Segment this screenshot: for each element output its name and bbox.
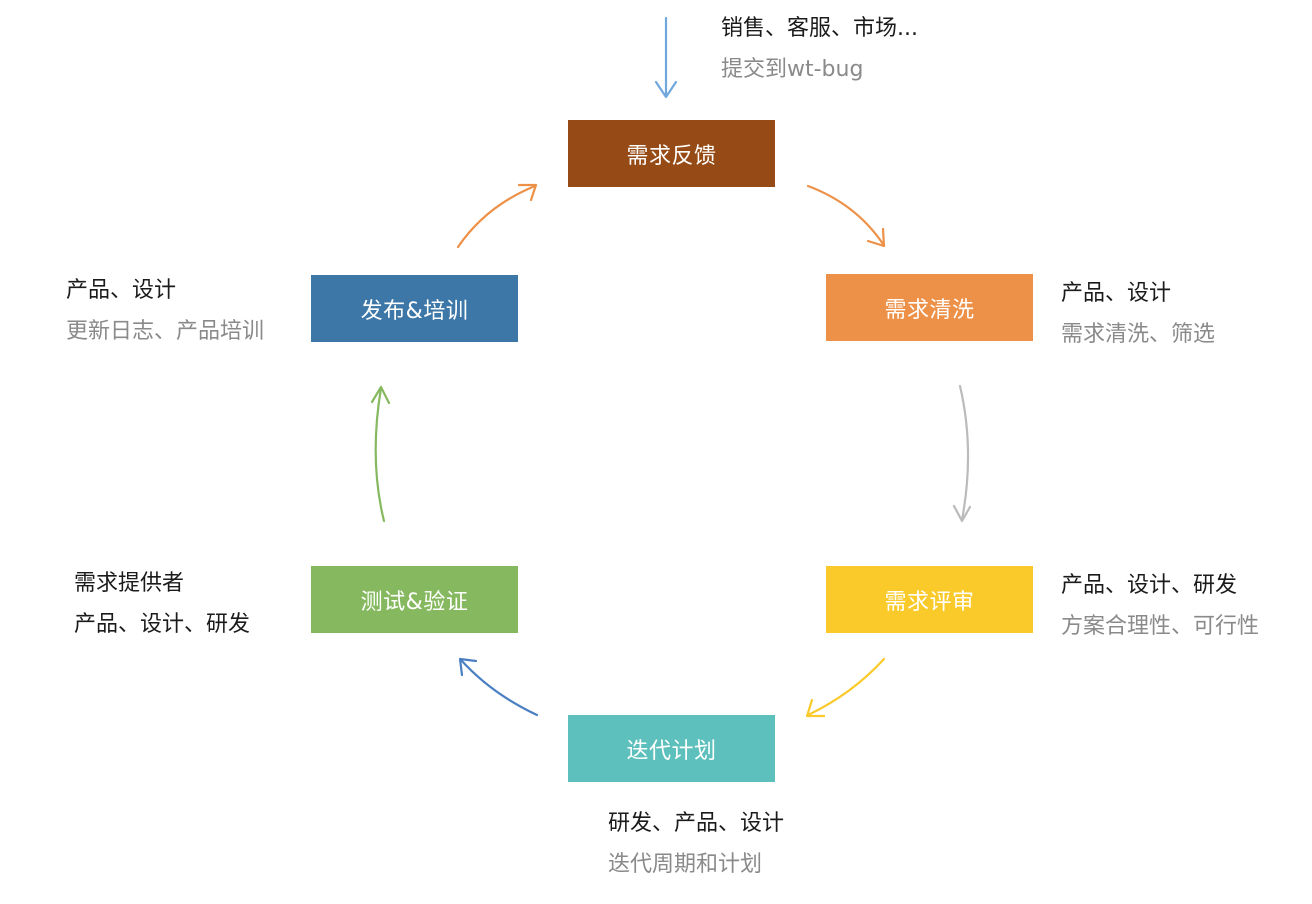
stage-cleaning: 需求清洗 [826, 274, 1033, 341]
arrow-review-to-planning [805, 657, 886, 718]
stage-feedback-label: 需求反馈 [626, 143, 717, 169]
stage-review-label: 需求评审 [884, 589, 975, 615]
note-feedback-activity: 提交到wt-bug [721, 57, 864, 82]
stage-testing: 测试&验证 [311, 566, 518, 633]
note-cleaning-activity: 需求清洗、筛选 [1061, 322, 1216, 347]
stage-review: 需求评审 [826, 566, 1033, 633]
arrow-input-to-feedback [654, 16, 678, 99]
note-review: 产品、设计、研发 方案合理性、可行性 [1061, 565, 1259, 647]
arrow-release-to-feedback [456, 183, 538, 249]
arrow-feedback-to-cleaning [806, 184, 886, 248]
note-planning-activity: 迭代周期和计划 [608, 852, 763, 877]
arrow-cleaning-to-review [952, 384, 972, 523]
note-testing: 需求提供者 产品、设计、研发 [74, 563, 250, 645]
stage-feedback: 需求反馈 [568, 120, 775, 187]
stage-planning-label: 迭代计划 [626, 738, 717, 764]
note-cleaning-roles: 产品、设计 [1061, 281, 1172, 306]
arrow-planning-to-testing [458, 657, 539, 717]
note-review-activity: 方案合理性、可行性 [1061, 614, 1260, 639]
note-release-activity: 更新日志、产品培训 [66, 319, 265, 344]
note-planning-roles: 研发、产品、设计 [608, 811, 785, 836]
note-testing-activity: 产品、设计、研发 [74, 612, 251, 637]
note-cleaning: 产品、设计 需求清洗、筛选 [1061, 273, 1215, 355]
stage-release-label: 发布&培训 [360, 298, 469, 324]
note-feedback-roles: 销售、客服、市场... [721, 16, 918, 41]
note-review-roles: 产品、设计、研发 [1061, 573, 1238, 598]
note-planning: 研发、产品、设计 迭代周期和计划 [608, 803, 784, 885]
note-release: 产品、设计 更新日志、产品培训 [66, 270, 264, 352]
stage-planning: 迭代计划 [568, 715, 775, 782]
note-release-roles: 产品、设计 [66, 278, 177, 303]
arrow-testing-to-release [370, 385, 391, 523]
stage-testing-label: 测试&验证 [360, 589, 469, 615]
stage-release: 发布&培训 [311, 275, 518, 342]
note-feedback: 销售、客服、市场... 提交到wt-bug [721, 8, 918, 90]
note-testing-roles: 需求提供者 [74, 571, 185, 596]
stage-cleaning-label: 需求清洗 [884, 297, 975, 323]
